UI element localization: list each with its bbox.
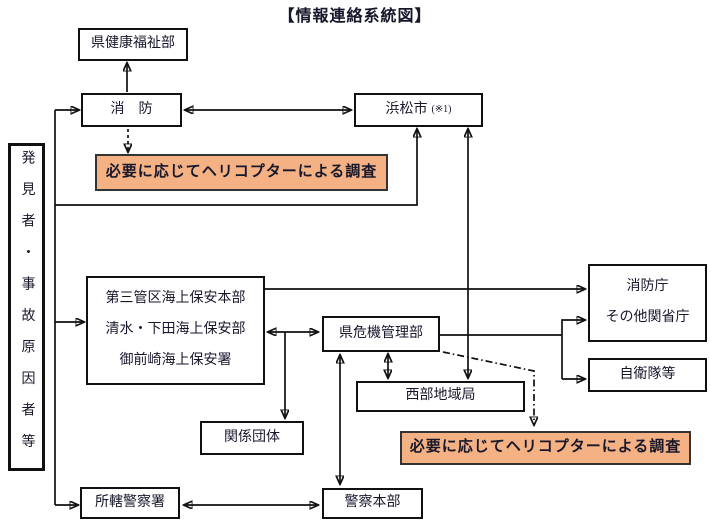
node-pref-health-welfare: 県健康福祉部 — [78, 28, 188, 61]
node-pref-crisis-mgmt: 県危機管理部 — [322, 316, 440, 352]
edge-to-hamamatsu — [55, 129, 417, 206]
node-heli-survey-top: 必要に応じてヘリコプターによる調査 — [95, 154, 388, 191]
fire-agency-line1: 消防庁 — [626, 279, 669, 295]
edge-branch-fireagency — [561, 320, 585, 379]
edge-crisis-heli-dashdot — [442, 351, 534, 425]
node-hamamatsu-city: 浜松市 (※1) — [354, 93, 483, 127]
node-heli-survey-bottom: 必要に応じてヘリコプターによる調査 — [400, 431, 691, 465]
hamamatsu-label: 浜松市 — [385, 101, 428, 117]
hamamatsu-note: (※1) — [431, 104, 452, 116]
node-discoverer: 発見者・事故原因者等 — [8, 143, 45, 471]
node-fire-dept: 消 防 — [81, 93, 182, 127]
node-fire-agency: 消防庁 その他関省庁 — [588, 264, 707, 342]
node-police-hq: 警察本部 — [322, 488, 423, 519]
diagram-title: 【情報連絡系統図】 — [278, 8, 432, 25]
coast-guard-line3: 御前崎海上保安署 — [119, 353, 232, 369]
node-local-police: 所轄警察署 — [80, 487, 180, 519]
coast-guard-line1: 第三管区海上保安本部 — [105, 291, 246, 307]
node-coast-guard: 第三管区海上保安本部 清水・下田海上保安部 御前崎海上保安署 — [86, 276, 265, 385]
node-related-orgs: 関係団体 — [200, 421, 304, 455]
fire-agency-line2: その他関省庁 — [605, 310, 690, 326]
node-self-defense: 自衛隊等 — [588, 358, 707, 392]
coast-guard-line2: 清水・下田海上保安部 — [105, 322, 246, 338]
node-western-region: 西部地域局 — [356, 381, 525, 412]
